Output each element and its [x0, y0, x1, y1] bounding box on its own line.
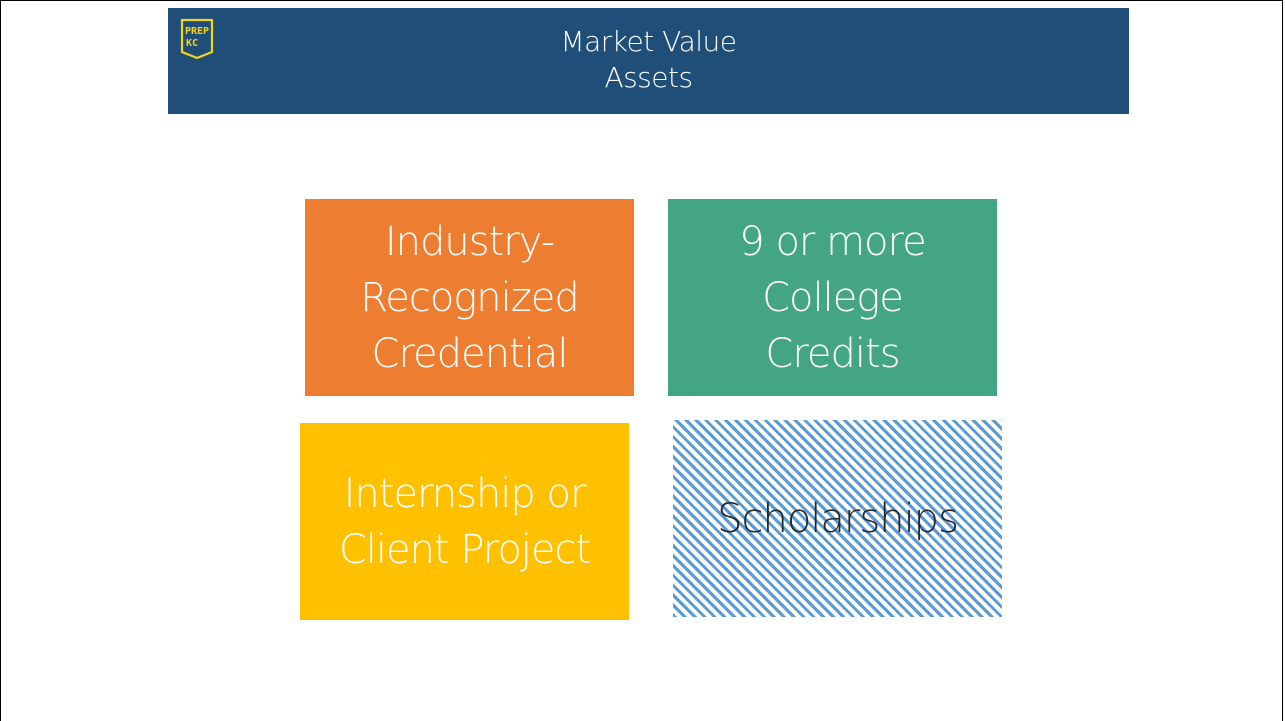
tile-label: Scholarships [717, 495, 959, 542]
prepkc-logo: PREP KC [180, 18, 214, 60]
logo-text-kc: KC [186, 38, 198, 49]
tile-internship: Internship or Client Project [300, 423, 629, 620]
title-line-1: Market Value [560, 25, 737, 58]
tile-label: 9 or more College Credits [739, 218, 926, 377]
page-title: Market Value Assets [168, 24, 1129, 96]
tile-label: Industry- Recognized Credential [360, 218, 580, 377]
tile-scholarships: Scholarships [673, 420, 1002, 617]
tile-college-credits: 9 or more College Credits [668, 199, 997, 396]
title-line-2: Assets [604, 61, 693, 94]
logo-text-prep: PREP [185, 26, 209, 37]
tile-label: Internship or Client Project [338, 470, 591, 573]
title-banner: PREP KC Market Value Assets [168, 8, 1129, 114]
tile-industry-credential: Industry- Recognized Credential [305, 199, 634, 396]
